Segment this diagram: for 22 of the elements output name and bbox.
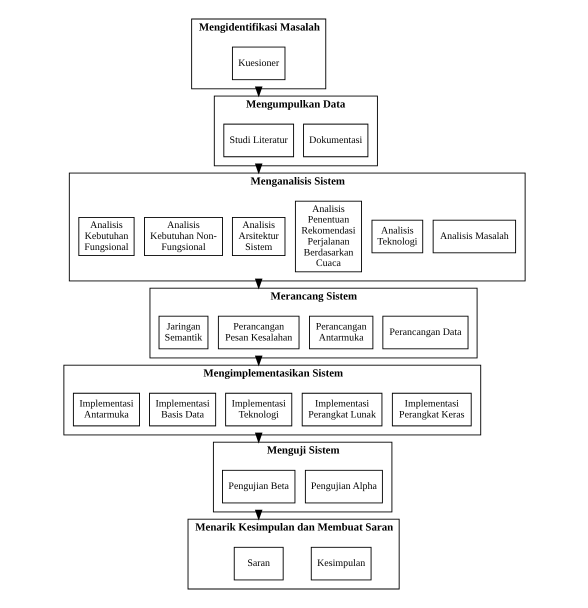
node-box: Dokumentasi <box>302 124 368 158</box>
node-box: Implementasi Basis Data <box>148 392 216 426</box>
node-box: Implementasi Teknologi <box>224 392 292 426</box>
node-box: Saran <box>233 546 284 580</box>
node-box: Pengujian Alpha <box>304 470 382 504</box>
node-box: Kuesioner <box>231 46 285 80</box>
node-box: Implementasi Perangkat Keras <box>391 392 472 426</box>
node-box: Analisis Teknologi <box>371 220 423 254</box>
node-box: Analisis Penentuan Rekomendasi Perjalanan Berdasarkan Cuaca <box>294 200 362 272</box>
node-box: Implementasi Perangkat Lunak <box>301 392 382 426</box>
node-box: Jaringan Semantik <box>158 316 208 350</box>
node-box: Analisis Arsitektur Sistem <box>231 217 285 256</box>
node-box: Kesimpulan <box>310 546 372 580</box>
node-box: Perancangan Pesan Kesalahan <box>217 316 299 350</box>
node-box: Perancangan Antarmuka <box>308 316 373 350</box>
node-box: Studi Literatur <box>222 124 294 158</box>
node-box: Analisis Masalah <box>432 220 516 254</box>
node-box: Pengujian Beta <box>222 470 295 504</box>
node-box: Analisis Kebutuhan Fungsional <box>78 217 134 256</box>
node-box: Perancangan Data <box>382 316 468 350</box>
node-box: Implementasi Antarmuka <box>72 392 140 426</box>
node-box: Analisis Kebutuhan Non-Fungsional <box>144 217 222 256</box>
